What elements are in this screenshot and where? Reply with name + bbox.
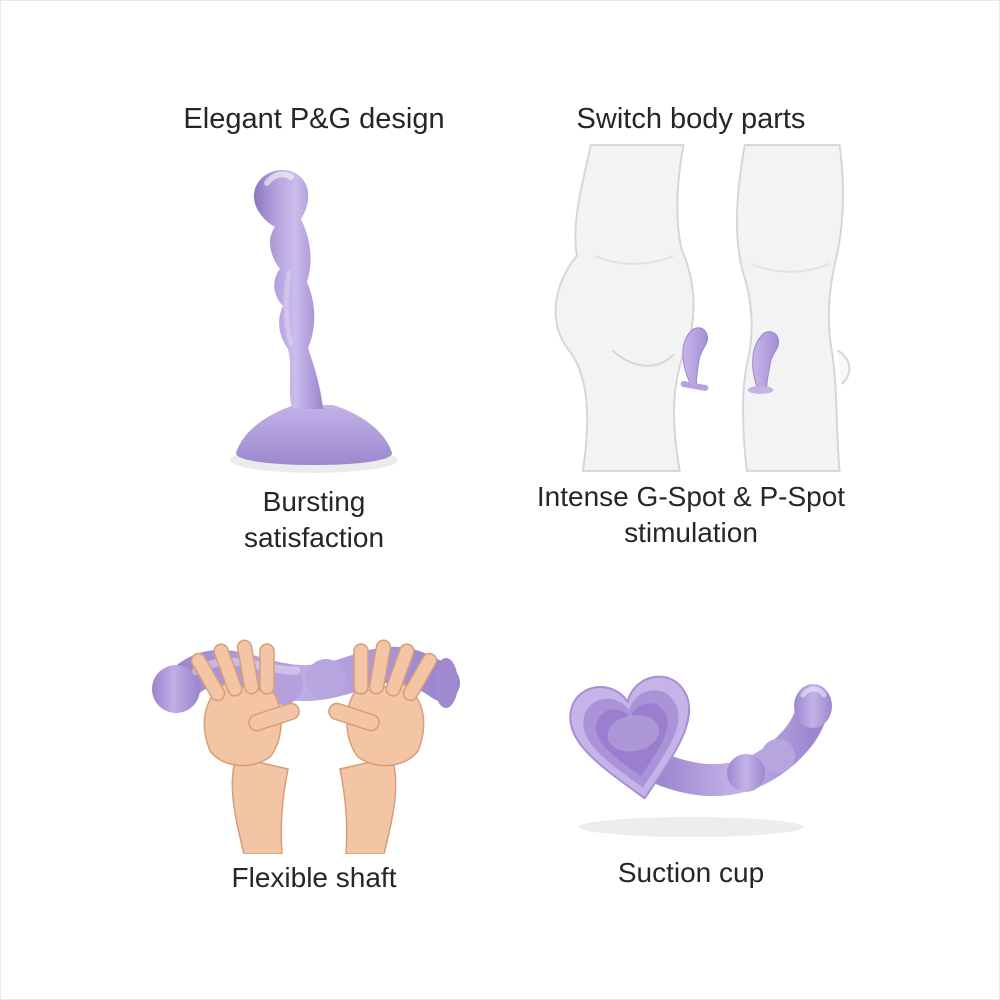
body-parts-illustration xyxy=(554,144,851,472)
suction-cup-illustration xyxy=(569,675,832,837)
toy-base-right xyxy=(747,386,774,394)
left-hand xyxy=(190,639,300,854)
male-body-silhouette xyxy=(735,144,845,472)
floor-shadow xyxy=(579,817,803,837)
heart-suction-base xyxy=(569,675,691,800)
feature-caption-design: Bursting satisfaction xyxy=(243,486,385,553)
lying-shaft xyxy=(645,684,832,796)
toy-on-male-figure xyxy=(752,331,780,391)
flexible-shaft-illustration xyxy=(152,638,460,854)
toy-base-left xyxy=(680,381,709,391)
feature-design: Elegant P&G design Bursting satisfa xyxy=(64,101,564,556)
feature-title-switch: Switch body parts xyxy=(576,103,806,135)
head-highlight xyxy=(264,171,294,186)
product-base xyxy=(235,405,393,465)
shaft-highlight xyxy=(283,270,294,346)
body-contour-line xyxy=(611,349,675,367)
hip-contour-line xyxy=(750,262,831,273)
feature-switch-body-parts: Switch body parts Intense G-Spot & xyxy=(441,101,941,551)
feature-title-design: Elegant P&G design xyxy=(183,103,445,135)
feature-caption-suction: Suction cup xyxy=(617,857,765,888)
feature-caption-flexible: Flexible shaft xyxy=(231,862,397,893)
feature-caption-switch: Intense G-Spot & P-Spot stimulation xyxy=(536,481,846,548)
female-body-silhouette xyxy=(554,144,695,472)
standing-dildo-illustration xyxy=(230,169,398,473)
anatomy-contour xyxy=(837,349,851,385)
product-shaft xyxy=(253,169,323,409)
feature-flexible-shaft: Flexible shaft xyxy=(64,599,564,896)
toy-on-female-figure xyxy=(682,327,709,387)
back-contour-line xyxy=(594,254,675,265)
feature-suction-cup: Suction cup xyxy=(441,649,941,891)
